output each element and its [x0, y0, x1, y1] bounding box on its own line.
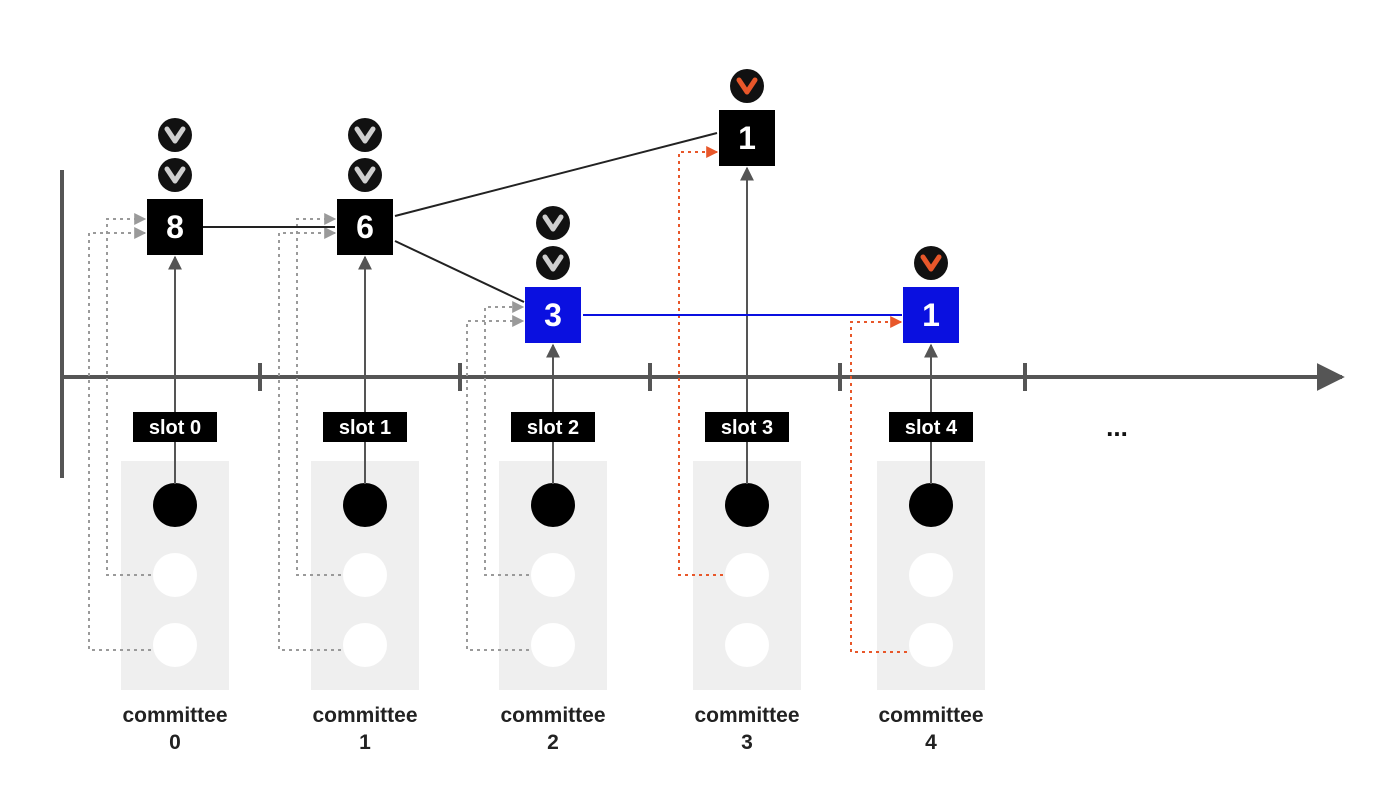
slot-label-4: slot 4	[889, 412, 973, 442]
validator-node	[531, 553, 575, 597]
slot-label-text: slot 4	[905, 417, 958, 439]
slot-label-text: slot 3	[721, 417, 773, 439]
slot-label-text: slot 0	[149, 417, 201, 439]
slot-label-2: slot 2	[511, 412, 595, 442]
committee-number: 0	[169, 731, 181, 754]
attestation-arrow	[466, 315, 529, 651]
block-box	[337, 199, 393, 255]
block-box	[903, 287, 959, 343]
slot-labels: slot 0 slot 1 slot 2 slot 3 slot 4	[133, 412, 973, 442]
validator-node	[725, 553, 769, 597]
block-4: 1	[903, 246, 959, 343]
committee-number: 3	[741, 731, 753, 754]
block-weight: 6	[356, 209, 374, 245]
validator-node	[153, 553, 197, 597]
chevron-down-icon	[536, 206, 570, 240]
block-3: 1	[719, 69, 775, 166]
committee-label: committee	[500, 704, 605, 727]
proposer-node	[909, 483, 953, 527]
attestation-arrow	[296, 213, 341, 576]
committee-panel-4	[877, 461, 985, 690]
chevron-down-icon	[914, 246, 948, 280]
committee-label: committee	[694, 704, 799, 727]
chevron-down-icon	[730, 69, 764, 103]
attestation-arrow	[850, 316, 907, 653]
block-weight: 3	[544, 297, 562, 333]
block-weight: 1	[922, 297, 940, 333]
committee-label: committee	[312, 704, 417, 727]
validator-node	[531, 623, 575, 667]
validator-node	[153, 623, 197, 667]
committee-panel-2	[499, 461, 607, 690]
attestation-arrow	[484, 301, 529, 576]
link-6-3	[394, 240, 525, 303]
chevron-down-icon	[158, 158, 192, 192]
committee-labels: committee 0 committee 1 committee 2 committee 3…	[122, 704, 983, 754]
proposal-arrows	[168, 166, 938, 484]
slot-label-text: slot 1	[339, 417, 391, 439]
validator-node	[343, 553, 387, 597]
committees	[121, 461, 985, 690]
committee-label: committee	[878, 704, 983, 727]
block-1: 6	[337, 118, 393, 255]
chevron-down-icon	[158, 118, 192, 152]
validator-node	[343, 623, 387, 667]
slot-label-3: slot 3	[705, 412, 789, 442]
block-box	[147, 199, 203, 255]
link-6-1	[394, 132, 718, 217]
validator-node	[909, 623, 953, 667]
validator-node	[725, 623, 769, 667]
committee-number: 1	[359, 731, 371, 754]
chevron-down-icon	[348, 158, 382, 192]
attestation-arrow	[106, 213, 151, 576]
committee-number: 4	[925, 731, 937, 754]
committee-panel-3	[693, 461, 801, 690]
ellipsis: ...	[1106, 412, 1128, 442]
block-box	[525, 287, 581, 343]
block-box	[719, 110, 775, 166]
block-0: 8	[147, 118, 203, 255]
slot-label-0: slot 0	[133, 412, 217, 442]
block-2: 3	[525, 206, 581, 343]
attestation-arrow	[278, 227, 341, 651]
committee-panel-0	[121, 461, 229, 690]
attestation-arrow	[678, 146, 723, 576]
committee-label: committee	[122, 704, 227, 727]
slot-label-1: slot 1	[323, 412, 407, 442]
block-weight: 1	[738, 120, 756, 156]
proposer-node	[343, 483, 387, 527]
chevron-down-icon	[348, 118, 382, 152]
committee-number: 2	[547, 731, 559, 754]
slot-label-text: slot 2	[527, 417, 579, 439]
attestation-arrow	[88, 227, 151, 651]
axis-ticks	[258, 363, 1027, 391]
block-weight: 8	[166, 209, 184, 245]
proposer-node	[531, 483, 575, 527]
attestation-arrows	[88, 146, 907, 653]
blocks: 8 6 3 1 1	[147, 69, 959, 343]
proposer-node	[725, 483, 769, 527]
committee-panel-1	[311, 461, 419, 690]
proposer-node	[153, 483, 197, 527]
chevron-down-icon	[536, 246, 570, 280]
validator-node	[909, 553, 953, 597]
